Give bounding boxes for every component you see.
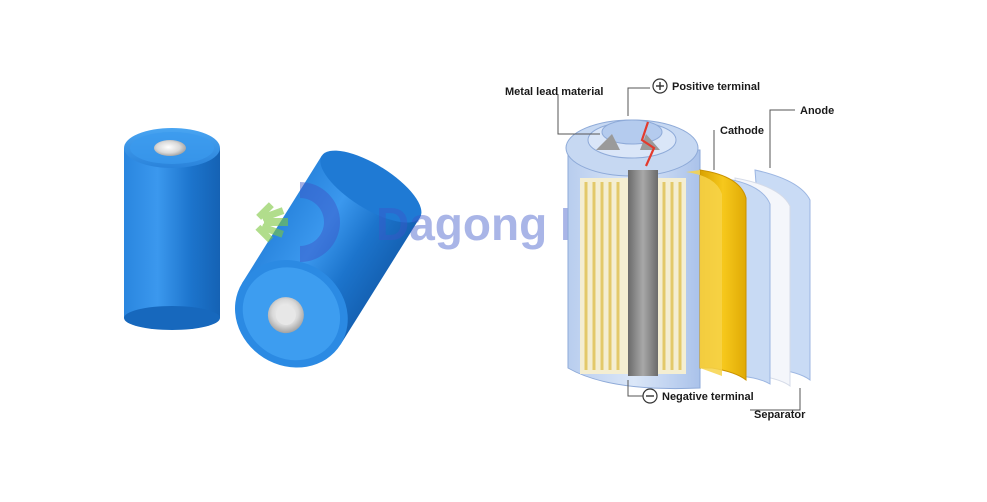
label-metal-lead: Metal lead material	[505, 86, 603, 98]
label-separator: Separator	[754, 409, 806, 421]
center-core	[628, 170, 658, 376]
label-anode: Anode	[800, 105, 834, 117]
battery-upright	[124, 128, 220, 330]
battery-terminal	[154, 140, 186, 156]
plus-circle-icon	[652, 78, 668, 94]
minus-circle-icon	[642, 388, 658, 404]
label-positive-terminal: Positive terminal	[672, 81, 760, 93]
label-negative-terminal: Negative terminal	[662, 391, 754, 403]
battery-tilted	[235, 150, 422, 368]
metal-lead	[640, 121, 656, 167]
label-cathode: Cathode	[720, 125, 764, 137]
electrode-winding	[580, 170, 686, 376]
cell-cutaway	[565, 119, 811, 390]
leader-lines	[557, 87, 801, 411]
